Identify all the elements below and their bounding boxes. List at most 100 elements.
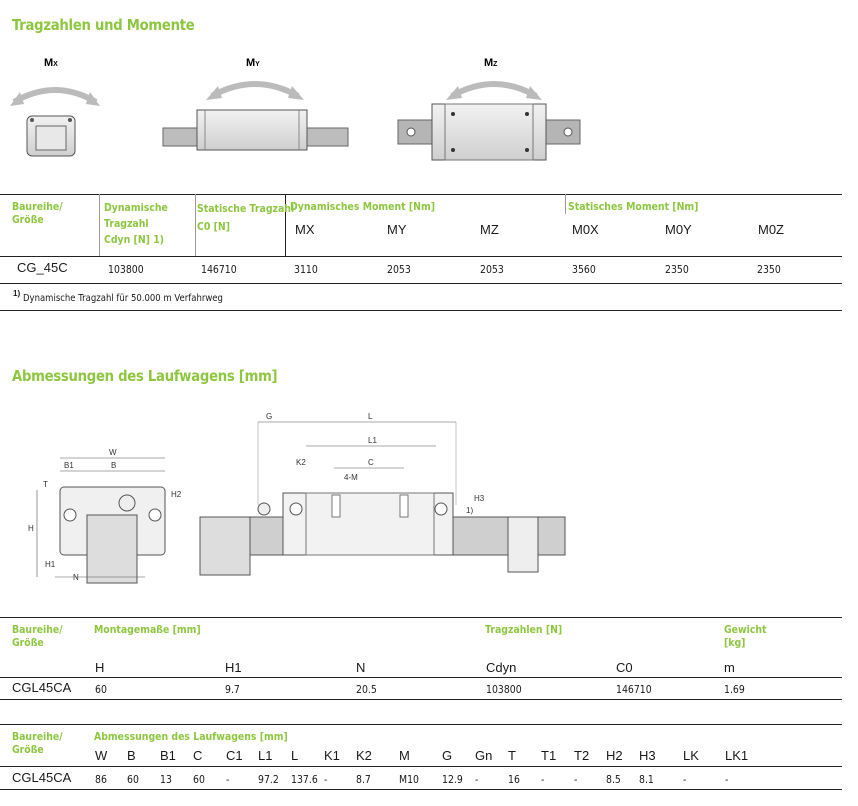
t3-val-gn: - <box>475 773 479 786</box>
t3-sym-h2: H2 <box>606 748 623 763</box>
t3-val-w: 86 <box>95 773 107 786</box>
t1-sym-m0x: M0X <box>572 222 599 237</box>
t3-val-c: 60 <box>193 773 205 786</box>
t1-sym-m0z: M0Z <box>758 222 784 237</box>
t2-h: 60 <box>95 683 107 696</box>
t1-sym-mx: MX <box>295 222 315 237</box>
t3-sym-g: G <box>442 748 453 763</box>
t1-footnote: 1) Dynamische Tragzahl für 50.000 m Verf… <box>13 289 224 304</box>
t1-m0y: 2350 <box>665 263 689 276</box>
t2-m: 1.69 <box>724 683 745 696</box>
t3-sym-k2: K2 <box>356 748 372 763</box>
carriage-front-view: W B1 B H H1 N WR H2 T <box>28 448 182 584</box>
dim-b: B <box>111 461 116 470</box>
section-title-dimensions: Abmessungen des Laufwagens [mm] <box>12 367 278 385</box>
t3-sym-m: M <box>399 748 410 763</box>
t3-sym-w: W <box>95 748 108 763</box>
t3-val-m: M10 <box>399 773 419 786</box>
mx-label: MX <box>44 57 58 69</box>
dim-4m: 4-M <box>344 473 358 482</box>
section-title-load-ratings: Tragzahlen und Momente <box>12 16 195 34</box>
t3-val-t2: - <box>574 773 578 786</box>
table3-header-rule <box>0 766 842 767</box>
t3-row-name: CGL45CA <box>12 770 72 785</box>
dim-t: T <box>43 480 48 489</box>
t3-val-l1: 97.2 <box>258 773 279 786</box>
t3-col-series: Baureihe/Größe <box>12 730 63 756</box>
dim-w: W <box>109 448 117 457</box>
dim-h2: H2 <box>171 490 182 499</box>
t3-sym-l: L <box>291 748 299 763</box>
t3-sym-b: B <box>127 748 136 763</box>
t3-sym-t1: T1 <box>541 748 557 763</box>
t2-sym-h1: H1 <box>225 660 242 675</box>
t1-m0x: 3560 <box>572 263 596 276</box>
t3-sym-lk1: LK1 <box>725 748 749 763</box>
table3-top-rule <box>0 724 842 725</box>
t3-col-dims: Abmessungen des Laufwagens [mm] <box>94 730 288 743</box>
carriage-side-view: G L L1 K2 C 4-M H3 1) <box>199 412 566 576</box>
t3-sym-b1: B1 <box>160 748 176 763</box>
t1-col-series: Baureihe/Größe <box>12 200 63 226</box>
dim-h1: H1 <box>45 560 56 569</box>
t2-sym-cdyn: Cdyn <box>486 660 517 675</box>
t3-val-c1: - <box>226 773 230 786</box>
my-label: MY <box>246 57 260 69</box>
table1-divider <box>285 194 286 256</box>
dim-g: G <box>266 412 272 421</box>
t1-sym-mz: MZ <box>480 222 499 237</box>
t3-sym-c: C <box>193 748 203 763</box>
t1-col-stat-moment: Statisches Moment [Nm] <box>568 200 699 213</box>
t3-val-k2: 8.7 <box>356 773 371 786</box>
t2-sym-m: m <box>724 660 735 675</box>
table1-divider <box>565 194 566 214</box>
t3-val-t: 16 <box>508 773 520 786</box>
dim-k2: K2 <box>296 458 306 467</box>
dim-l: L <box>368 412 373 421</box>
t3-val-g: 12.9 <box>442 773 463 786</box>
t3-val-t1: - <box>541 773 545 786</box>
t2-cdyn: 103800 <box>486 683 522 696</box>
t1-row-name: CG_45C <box>17 260 68 275</box>
table3-bottom-rule <box>0 789 842 790</box>
t2-sym-h: H <box>95 660 105 675</box>
table1-divider <box>99 194 100 256</box>
t3-sym-k1: K1 <box>324 748 340 763</box>
t1-sym-my: MY <box>387 222 407 237</box>
table1-divider <box>195 194 196 256</box>
t3-sym-gn: Gn <box>475 748 493 763</box>
t3-val-lk1: - <box>725 773 729 786</box>
t3-val-l: 137.6 <box>291 773 318 786</box>
t1-mz: 2053 <box>480 263 504 276</box>
t3-sym-l1: L1 <box>258 748 273 763</box>
t3-sym-t: T <box>508 748 516 763</box>
t2-sym-n: N <box>356 660 366 675</box>
t3-val-lk: - <box>683 773 687 786</box>
table1-header-rule <box>0 256 842 257</box>
t2-sym-c0: C0 <box>616 660 633 675</box>
t2-col-weight: Gewicht[kg] <box>724 623 767 649</box>
t3-val-b1: 13 <box>160 773 172 786</box>
mz-label: MZ <box>484 57 498 69</box>
dim-h3: H3 <box>474 494 485 503</box>
t2-row-name: CGL45CA <box>12 680 72 695</box>
dim-l1: L1 <box>368 436 377 445</box>
t3-sym-c1: C1 <box>226 748 243 763</box>
t2-col-mount: Montagemaße [mm] <box>94 623 201 636</box>
table1-top-rule <box>0 194 842 195</box>
dim-b1: B1 <box>64 461 74 470</box>
t1-mx: 3110 <box>294 263 318 276</box>
dim-c: C <box>368 458 374 467</box>
t3-val-h2: 8.5 <box>606 773 621 786</box>
t1-cdyn: 103800 <box>108 263 144 276</box>
table1-bottom-rule <box>0 310 842 311</box>
dim-note: 1) <box>466 506 473 515</box>
t1-m0z: 2350 <box>757 263 781 276</box>
t2-h1: 9.7 <box>225 683 240 696</box>
t2-c0: 146710 <box>616 683 652 696</box>
dim-n: N <box>73 573 79 582</box>
dim-h: H <box>28 524 34 533</box>
table2-header-rule <box>0 677 842 678</box>
